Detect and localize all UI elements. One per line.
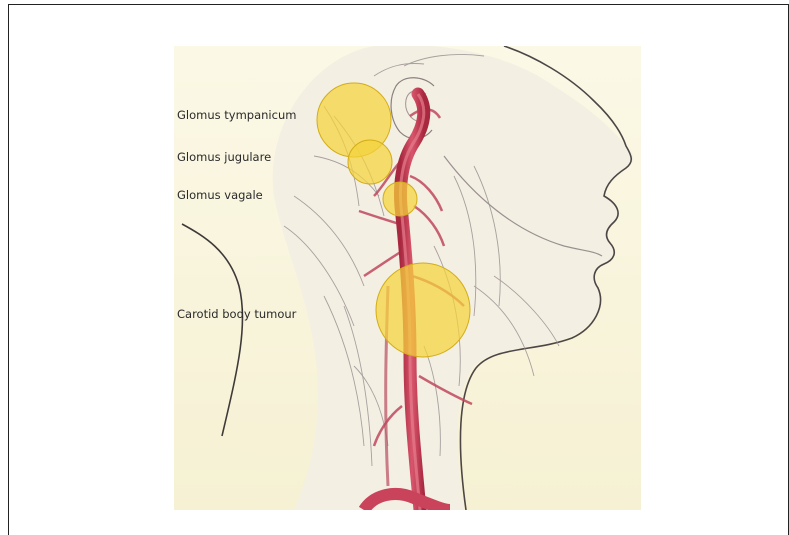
label-glomus-vagale: Glomus vagale xyxy=(177,190,263,202)
label-glomus-tympanicum: Glomus tympanicum xyxy=(177,110,296,122)
label-carotid-body-tumour: Carotid body tumour xyxy=(177,309,296,321)
carotid-body-tumour-marker xyxy=(376,263,470,357)
glomus-vagale-marker xyxy=(383,182,417,216)
label-glomus-jugulare: Glomus jugulare xyxy=(177,152,271,164)
glomus-jugulare-marker xyxy=(348,140,392,184)
